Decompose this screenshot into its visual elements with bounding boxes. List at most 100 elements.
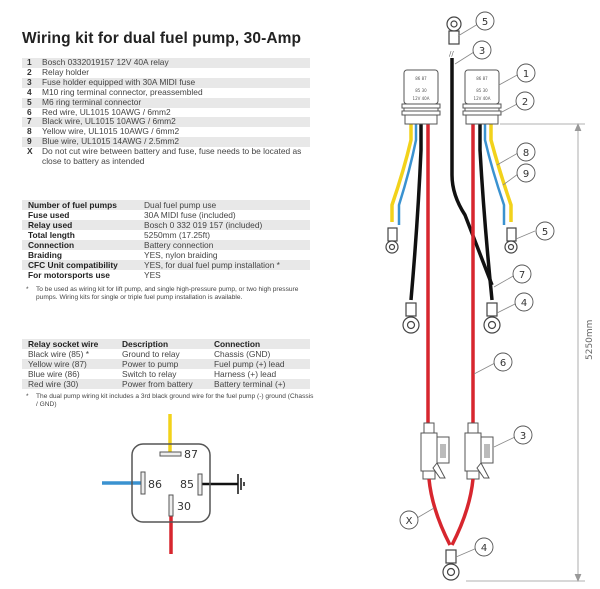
cell-connection: Fuel pump (+) lead <box>214 359 285 369</box>
relay-pin-label: 86 87 <box>415 76 427 81</box>
length-label: 5250mm <box>585 320 595 360</box>
pin-label-30: 30 <box>177 500 191 513</box>
part-number: X <box>27 146 33 157</box>
relay-table-row: Blue wire (86) Switch to relay Harness (… <box>22 369 310 379</box>
relay-socket-table: Relay socket wire Description Connection… <box>22 339 310 389</box>
relay-table-row: Black wire (85) * Ground to relay Chassi… <box>22 349 310 359</box>
part-description: Fuse holder equipped with 30A MIDI fuse <box>42 76 196 87</box>
spec-value: Dual fuel pump use <box>144 200 217 210</box>
left-m10-ring-terminal <box>402 302 420 334</box>
spec-key: For motorsports use <box>28 270 110 280</box>
spec-row: Number of fuel pumps Dual fuel pump use <box>22 200 310 210</box>
footnote-text: The dual pump wiring kit includes a 3rd … <box>36 393 314 408</box>
footnote-star: * <box>26 286 29 293</box>
callout-3-top: 3 <box>472 40 492 60</box>
part-description: Blue wire, UL1015 14AWG / 2.5mm2 <box>42 136 180 147</box>
callout-5-mid: 5 <box>535 221 555 241</box>
spec-key: CFC Unit compatibility <box>28 260 118 270</box>
header-description: Description <box>122 339 169 349</box>
part-number: 3 <box>27 76 32 87</box>
parts-list-item: 8 Yellow wire, UL1015 10AWG / 6mm2 <box>22 126 310 137</box>
left-yellow-wire <box>390 124 413 222</box>
spec-key: Fuse used <box>28 210 70 220</box>
spec-value: 30A MIDI fuse (included) <box>144 210 236 220</box>
left-fuse-holder <box>420 422 450 480</box>
callout-label: 8 <box>523 148 529 159</box>
parts-list-item: 9 Blue wire, UL1015 14AWG / 2.5mm2 <box>22 136 310 148</box>
right-black-wire <box>478 124 494 301</box>
battery-lead-right <box>450 478 475 546</box>
cell-connection: Harness (+) lead <box>214 369 277 379</box>
part-description: Do not cut wire between battery and fuse… <box>42 146 302 167</box>
pin-85 <box>197 473 203 496</box>
callout-label: 5 <box>482 17 488 28</box>
right-relay-holder <box>462 103 502 125</box>
part-number: 9 <box>27 136 32 147</box>
left-m6-ring-terminal <box>385 227 399 254</box>
cell-description: Switch to relay <box>122 369 177 379</box>
callout-label: 7 <box>519 270 525 281</box>
relay-rating: 12V 40A <box>413 96 430 101</box>
relay-pin-label: 86 87 <box>476 76 488 81</box>
pin-label-86: 86 <box>148 478 162 491</box>
cell-description: Power to pump <box>122 359 179 369</box>
spec-value: Bosch 0 332 019 157 (included) <box>144 220 263 230</box>
part-description: Bosch 0332019157 12V 40A relay <box>42 57 169 67</box>
spec-footnote: * To be used as wiring kit for lift pump… <box>26 286 316 302</box>
pin-86 <box>140 471 146 495</box>
callout-label: 4 <box>521 298 527 309</box>
pin-87 <box>159 451 182 457</box>
cell-wire: Red wire (30) <box>28 379 79 389</box>
spec-key: Relay used <box>28 220 73 230</box>
right-m6-ring-terminal <box>504 227 518 254</box>
header-relay-socket-wire: Relay socket wire <box>28 339 99 349</box>
right-blue-wire <box>483 124 506 225</box>
callout-label: 6 <box>500 358 506 369</box>
length-dimension <box>466 122 585 583</box>
part-description: Yellow wire, UL1015 10AWG / 6mm2 <box>42 126 180 137</box>
spec-key: Braiding <box>28 250 62 260</box>
relay-table-header: Relay socket wire Description Connection <box>22 339 310 349</box>
part-number: 8 <box>27 126 32 137</box>
part-number: 4 <box>27 86 32 97</box>
callout-label: 3 <box>479 46 485 57</box>
callout-8: 8 <box>516 142 536 162</box>
cell-wire: Yellow wire (87) <box>28 359 87 369</box>
spec-key: Total length <box>28 230 75 240</box>
part-number: 7 <box>27 116 32 127</box>
part-description: M6 ring terminal connector <box>42 96 142 107</box>
left-black-wire <box>409 124 423 301</box>
callout-9: 9 <box>516 163 536 183</box>
cell-wire: Black wire (85) * <box>28 349 89 359</box>
cell-wire: Blue wire (86) <box>28 369 80 379</box>
callout-label: 5 <box>542 227 548 238</box>
left-relay-holder <box>401 103 441 125</box>
callout-label: 3 <box>520 431 526 442</box>
callout-x: X <box>399 510 419 530</box>
right-fuse-holder <box>464 422 494 480</box>
part-number: 1 <box>27 57 32 67</box>
relay-body <box>131 443 211 523</box>
callout-label: 1 <box>523 69 529 80</box>
part-description: Relay holder <box>42 66 90 77</box>
relay-pin-label: 85 30 <box>415 88 427 93</box>
page-title: Wiring kit for dual fuel pump, 30-Amp <box>22 30 302 47</box>
battery-lead-left <box>427 478 452 546</box>
callout-label: 2 <box>522 97 528 108</box>
spec-key: Number of fuel pumps <box>28 200 117 210</box>
right-yellow-wire <box>489 124 513 222</box>
callout-1: 1 <box>516 63 536 83</box>
footnote-text: To be used as wiring kit for lift pump, … <box>36 286 299 301</box>
cell-connection: Chassis (GND) <box>214 349 271 359</box>
ground-symbol-icon <box>237 474 245 494</box>
parts-list-item: 3 Fuse holder equipped with 30A MIDI fuse <box>22 76 310 88</box>
left-relay: 86 87 85 30 12V 40A <box>403 69 439 105</box>
cell-connection: Battery terminal (+) <box>214 379 286 389</box>
